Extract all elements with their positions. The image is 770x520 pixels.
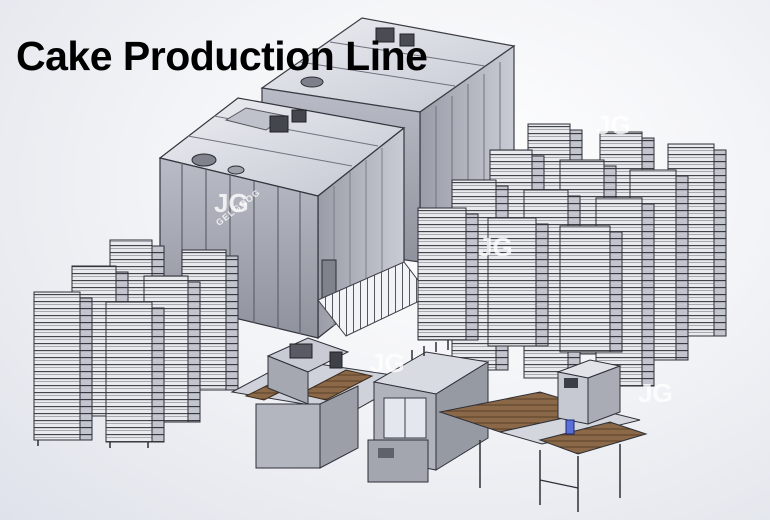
depositor-machine	[230, 337, 414, 469]
watermark-mark: JG	[214, 188, 249, 218]
watermark-logo: JG	[638, 380, 673, 406]
watermark-logo: JG	[596, 112, 631, 138]
page-title: Cake Production Line	[16, 33, 428, 79]
watermark-mark: JG	[370, 348, 405, 378]
watermark-logo: JG	[478, 234, 513, 260]
watermark-logo: JG GELGOOG	[214, 187, 268, 230]
watermark-mark: JG	[638, 378, 673, 408]
left-rack-cluster	[33, 239, 239, 448]
watermark-mark: JG	[478, 232, 513, 262]
watermark-mark: JG	[596, 110, 631, 140]
watermark-logo: JG	[370, 350, 405, 376]
right-depositor	[556, 359, 622, 435]
right-rack-cluster	[417, 123, 727, 387]
